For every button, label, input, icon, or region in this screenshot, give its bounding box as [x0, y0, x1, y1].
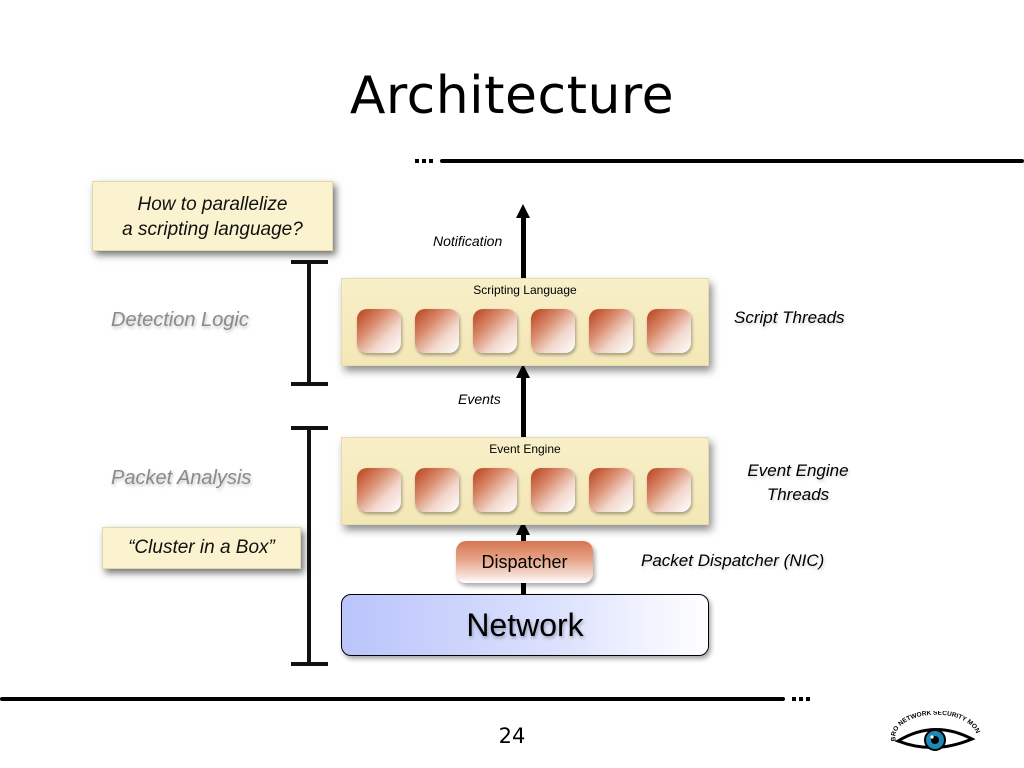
event-engine-threads-line2: Threads: [766, 485, 830, 504]
event-thread: [415, 468, 459, 512]
event-thread: [647, 468, 691, 512]
event-engine-title: Event Engine: [489, 442, 561, 456]
slide-title: Architecture: [349, 66, 675, 126]
script-thread: [589, 309, 633, 353]
network-label: Network: [466, 607, 584, 643]
event-engine-threads-label: Event Engine Threads: [728, 459, 868, 507]
script-thread: [415, 309, 459, 353]
event-thread: [473, 468, 517, 512]
cluster-note-text: “Cluster in a Box”: [128, 537, 275, 558]
scripting-language-title: Scripting Language: [473, 283, 577, 297]
parallelize-note-line1: How to parallelize: [137, 194, 288, 215]
detection-logic-label: Detection Logic: [111, 309, 249, 331]
dispatcher-box: Dispatcher: [456, 541, 593, 583]
packet-dispatcher-label: Packet Dispatcher (NIC): [641, 551, 825, 570]
notification-label: Notification: [433, 233, 503, 249]
event-thread: [531, 468, 575, 512]
cluster-note: “Cluster in a Box”: [102, 527, 301, 569]
event-thread: [357, 468, 401, 512]
eye-logo-icon: BRO NETWORK SECURITY MONITOR: [885, 706, 982, 757]
page-number: 24: [498, 724, 526, 748]
script-thread: [357, 309, 401, 353]
network-box: Network: [341, 594, 709, 656]
event-engine-panel: Event Engine: [341, 437, 709, 525]
script-thread: [647, 309, 691, 353]
event-thread: [589, 468, 633, 512]
script-threads-label: Script Threads: [734, 308, 845, 327]
parallelize-note-line2: a scripting language?: [122, 219, 303, 240]
script-thread: [531, 309, 575, 353]
script-thread: [473, 309, 517, 353]
events-label: Events: [458, 391, 501, 407]
dispatcher-label: Dispatcher: [481, 552, 568, 572]
parallelize-note: How to parallelize a scripting language?: [92, 181, 333, 251]
scripting-language-panel: Scripting Language: [341, 278, 709, 366]
packet-analysis-label: Packet Analysis: [111, 467, 252, 489]
event-engine-threads-line1: Event Engine: [747, 461, 849, 480]
